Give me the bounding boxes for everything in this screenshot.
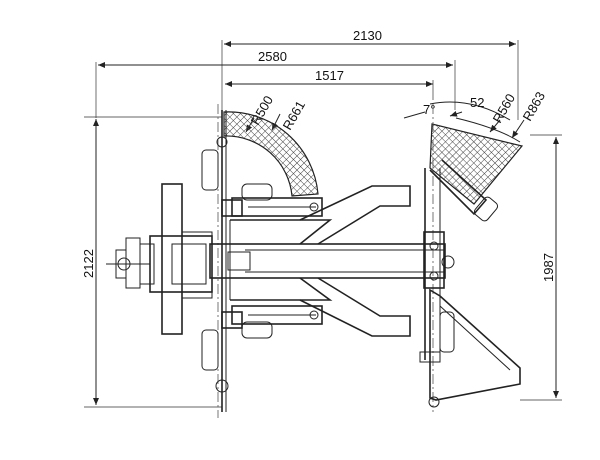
left-frame: [201, 104, 243, 418]
angle-7-label: 7°: [423, 102, 435, 117]
radius-r863-label: R863: [520, 89, 549, 123]
right-frame: [419, 104, 499, 412]
radius-r560-label: R560: [490, 91, 519, 125]
dim-52-label: 52: [470, 95, 484, 110]
right-hatched-track: [429, 123, 524, 205]
gearbox-assembly: [106, 183, 213, 335]
dim-2122-label: 2122: [81, 249, 96, 278]
lower-right-ramp: [429, 288, 521, 401]
lower-carriage: [231, 305, 323, 339]
radius-r661-label: R661: [280, 98, 309, 132]
dim-1517-label: 1517: [315, 68, 344, 83]
upper-carriage: [231, 183, 323, 217]
center-beam: [209, 185, 446, 337]
left-hatched-track: [223, 111, 319, 197]
dim-1987-label: 1987: [541, 253, 556, 282]
dim-2130-label: 2130: [353, 28, 382, 43]
dim-2580-label: 2580: [258, 49, 287, 64]
dimension-lines: [84, 40, 562, 408]
